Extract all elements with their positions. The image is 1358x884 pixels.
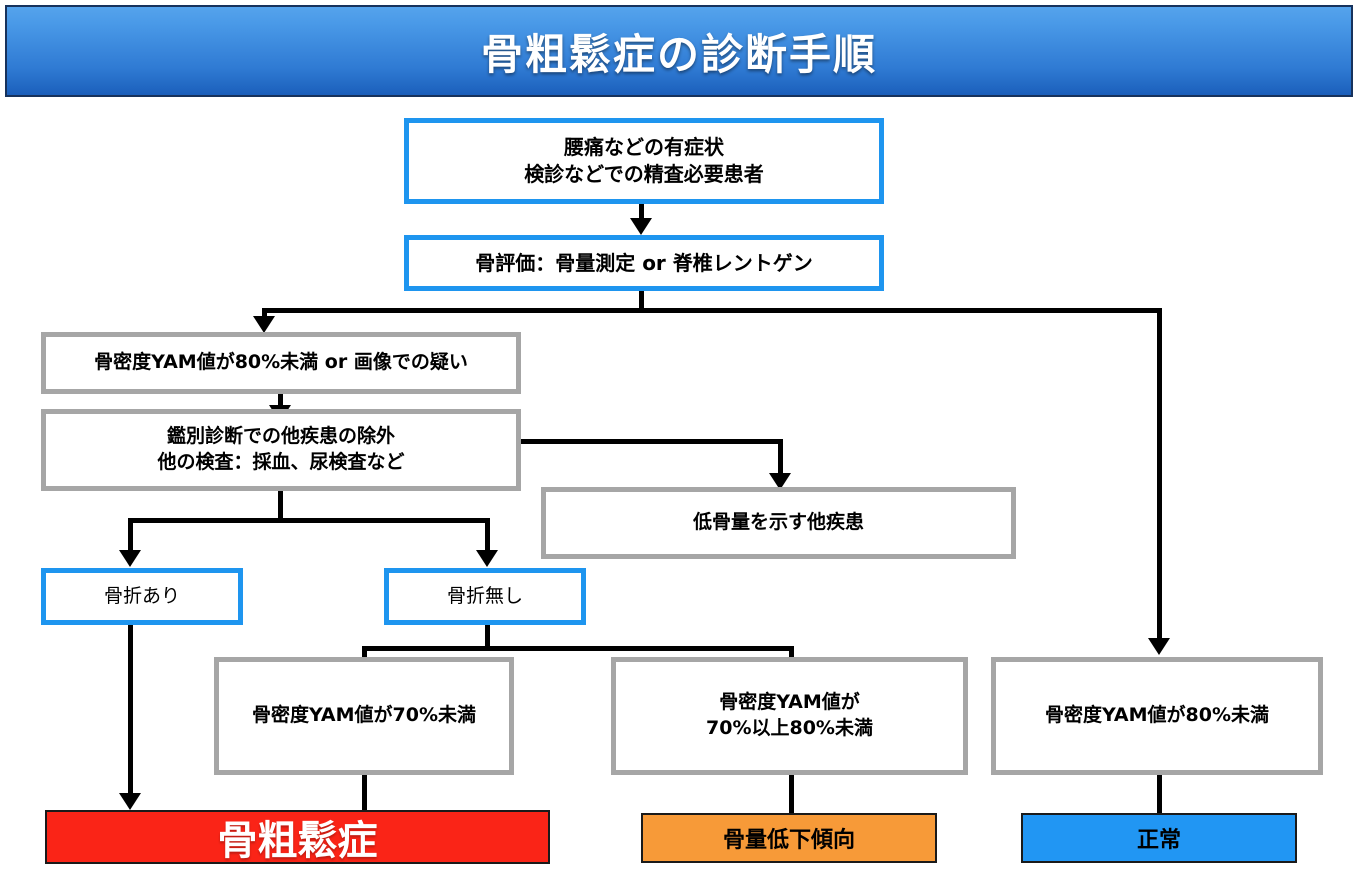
arrowhead-fracture-yes bbox=[119, 550, 141, 567]
result-low-bone-mass[interactable]: 骨量低下傾向 bbox=[641, 813, 937, 863]
node-yam-70-to-80[interactable]: 骨密度YAM値が 70%以上80%未満 bbox=[611, 657, 968, 775]
edge-bone-eval-bus bbox=[262, 308, 1162, 313]
edge-symptoms-to-bone-eval bbox=[639, 203, 644, 221]
edge-differential-to-other-disease-v bbox=[778, 439, 783, 479]
node-yam-under80-right[interactable]: 骨密度YAM値が80%未満 bbox=[991, 657, 1323, 775]
node-fracture-no-label: 骨折無し bbox=[446, 584, 523, 607]
edge-fracture-no-down bbox=[485, 625, 490, 651]
node-bone-eval[interactable]: 骨評価：骨量測定 or 脊椎レントゲン bbox=[404, 235, 884, 291]
node-differential-line1: 鑑別診断での他疾患の除外 bbox=[166, 425, 395, 448]
edge-yam-under70-to-osteoporosis bbox=[362, 775, 367, 811]
node-yam-under70[interactable]: 骨密度YAM値が70%未満 bbox=[214, 657, 514, 775]
result-normal[interactable]: 正常 bbox=[1021, 813, 1297, 863]
node-differential-line2: 他の検査：採血、尿検査など bbox=[157, 451, 405, 473]
node-fracture-yes[interactable]: 骨折あり bbox=[41, 568, 243, 625]
node-other-disease-label: 低骨量を示す他疾患 bbox=[692, 511, 864, 534]
edge-differential-down bbox=[278, 490, 283, 522]
node-bone-eval-label: 骨評価：骨量測定 or 脊椎レントゲン bbox=[475, 250, 813, 275]
node-yam-under80-or-image[interactable]: 骨密度YAM値が80%未満 or 画像での疑い bbox=[41, 332, 521, 394]
result-low-bone-mass-label: 骨量低下傾向 bbox=[722, 828, 855, 853]
node-yam-under70-label: 骨密度YAM値が70%未満 bbox=[251, 704, 477, 727]
page-title-bar: 骨粗鬆症の診断手順 bbox=[5, 5, 1353, 97]
edge-fracture-yes-to-osteoporosis bbox=[128, 625, 133, 797]
node-symptoms[interactable]: 腰痛などの有症状 検診などでの精査必要患者 bbox=[404, 118, 884, 204]
edge-to-yam-70-80 bbox=[789, 646, 794, 662]
edge-yam-to-differential bbox=[278, 393, 283, 409]
node-symptoms-line2: 検診などでの精査必要患者 bbox=[524, 162, 764, 186]
node-yam-under80-right-label: 骨密度YAM値が80%未満 bbox=[1044, 704, 1270, 727]
node-yam-under80-or-image-label: 骨密度YAM値が80%未満 or 画像での疑い bbox=[94, 351, 468, 374]
node-other-disease[interactable]: 低骨量を示す他疾患 bbox=[541, 487, 1016, 559]
node-fracture-no[interactable]: 骨折無し bbox=[384, 568, 586, 625]
node-symptoms-line1: 腰痛などの有症状 bbox=[563, 135, 724, 159]
result-osteoporosis[interactable]: 骨粗鬆症 bbox=[45, 810, 550, 864]
edge-differential-to-other-disease-h bbox=[521, 439, 783, 444]
edge-bone-eval-down bbox=[639, 290, 644, 312]
arrowhead-yam-under80-or-image bbox=[253, 316, 275, 333]
result-osteoporosis-label: 骨粗鬆症 bbox=[217, 818, 378, 864]
arrowhead-yam-under80-right bbox=[1148, 638, 1170, 655]
edge-bus-left-drop bbox=[262, 308, 267, 320]
node-fracture-yes-label: 骨折あり bbox=[103, 584, 180, 607]
arrowhead-other-disease bbox=[769, 473, 791, 490]
arrowhead-fracture-no bbox=[476, 550, 498, 567]
arrowhead-osteoporosis bbox=[119, 793, 141, 810]
edge-to-yam-under70 bbox=[362, 646, 367, 662]
node-differential[interactable]: 鑑別診断での他疾患の除外 他の検査：採血、尿検査など bbox=[41, 409, 521, 491]
edge-yam-under80-right-to-normal bbox=[1157, 775, 1162, 813]
node-yam-70-to-80-line1: 骨密度YAM値が bbox=[719, 691, 860, 714]
edge-fracture-no-drop bbox=[485, 518, 490, 554]
edge-bus-right-drop bbox=[1157, 308, 1162, 640]
edge-fracture-bus bbox=[128, 518, 490, 523]
edge-yam-70-80-to-low-bone-mass bbox=[789, 775, 794, 813]
edge-fracture-no-bus bbox=[362, 646, 794, 651]
result-normal-label: 正常 bbox=[1136, 828, 1181, 853]
edge-fracture-yes-drop bbox=[128, 518, 133, 554]
arrowhead-bone-eval bbox=[630, 218, 652, 235]
node-yam-70-to-80-line2: 70%以上80%未満 bbox=[706, 717, 873, 739]
page-title: 骨粗鬆症の診断手順 bbox=[480, 29, 877, 79]
